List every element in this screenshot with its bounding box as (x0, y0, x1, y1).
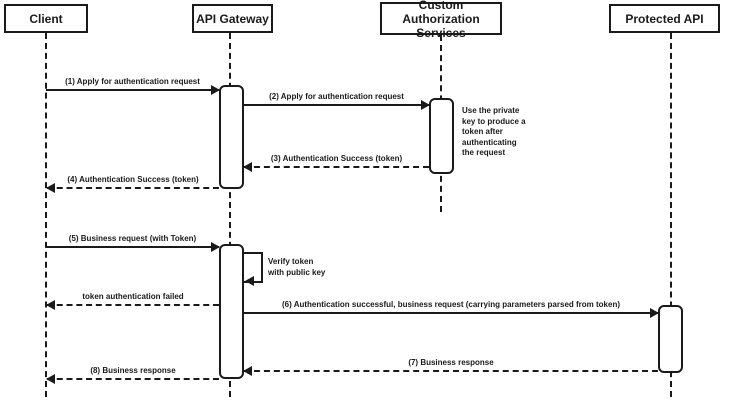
message-4-arrow (46, 183, 219, 193)
arrowhead-left-icon (245, 276, 254, 286)
actor-api-gateway: API Gateway (192, 4, 273, 33)
message-6-arrow (244, 308, 659, 318)
note-private-key: Use the private key to produce a token a… (462, 106, 526, 157)
arrowhead-left-icon (46, 183, 55, 193)
message-3-arrow (243, 162, 429, 172)
arrowhead-right-icon (421, 100, 430, 110)
arrowhead-left-icon (46, 300, 55, 310)
lifeline-protected-api (670, 33, 672, 397)
message-7-label: (7) Business response (408, 358, 494, 367)
message-4-label: (4) Authentication Success (token) (67, 175, 199, 184)
arrowhead-left-icon (46, 374, 55, 384)
activation-protected-api (658, 305, 683, 373)
message-5-label: (5) Business request (with Token) (68, 234, 197, 243)
activation-custom-auth (429, 98, 454, 174)
lifeline-client (45, 33, 47, 397)
message-8-label: (8) Business response (90, 366, 176, 375)
activation-api-gateway-1 (219, 85, 244, 189)
message-1-label: (1) Apply for authentication request (65, 77, 200, 86)
message-2-arrow (244, 100, 430, 110)
activation-api-gateway-2 (219, 244, 244, 379)
message-fail-label: token authentication failed (82, 292, 184, 301)
arrowhead-left-icon (243, 162, 252, 172)
lifeline-api-gateway (229, 33, 231, 397)
actor-client: Client (4, 4, 88, 33)
message-2-label: (2) Apply for authentication request (269, 92, 404, 101)
arrowhead-right-icon (211, 85, 220, 95)
message-1-arrow (46, 85, 220, 95)
message-7-arrow (243, 366, 658, 376)
arrowhead-right-icon (650, 308, 659, 318)
actor-custom-auth: Custom Authorization Services (380, 0, 502, 40)
arrowhead-left-icon (243, 366, 252, 376)
self-message-label: Verify token with public key (268, 257, 326, 277)
arrowhead-right-icon (211, 242, 220, 252)
actor-protected-api: Protected API (609, 4, 720, 33)
message-6-label: (6) Authentication successful, business … (281, 300, 621, 309)
message-3-label: (3) Authentication Success (token) (270, 154, 403, 163)
message-5-arrow (46, 242, 220, 252)
message-fail-arrow (46, 300, 219, 310)
message-8-arrow (46, 374, 219, 384)
